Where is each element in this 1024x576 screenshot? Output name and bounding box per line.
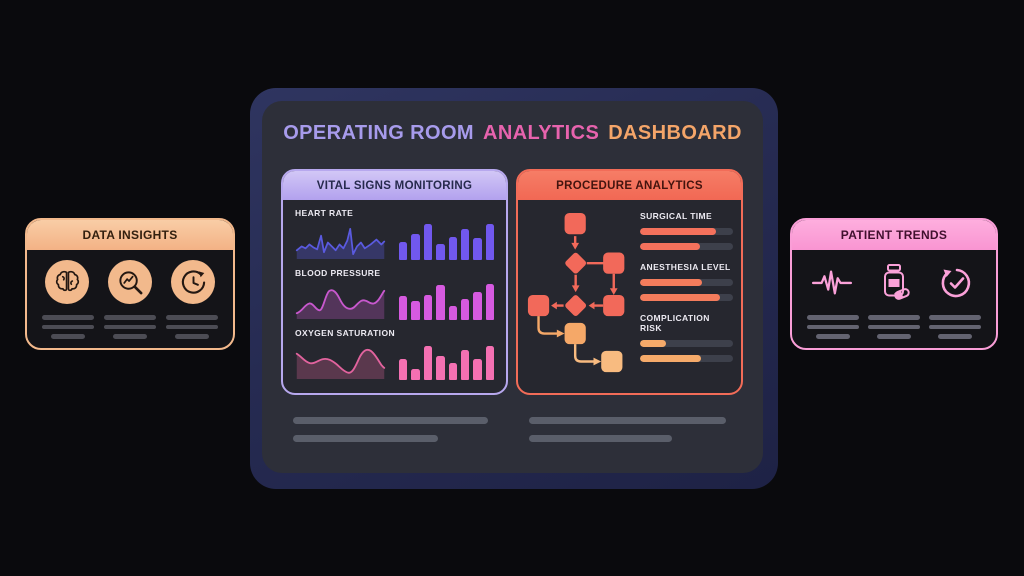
bar <box>411 368 420 380</box>
bar <box>485 223 495 260</box>
data-insights-body <box>27 250 233 339</box>
vital-signs-header: VITAL SIGNS MONITORING <box>283 171 506 200</box>
page-title: OPERATING ROOM ANALYTICS DASHBOARD <box>262 122 763 145</box>
placeholder-text-lines <box>806 315 982 339</box>
bar <box>485 283 495 320</box>
bar <box>399 296 408 320</box>
heart-rate-line-chart <box>295 228 386 260</box>
oxygen-saturation-bar-chart <box>399 342 495 380</box>
bar <box>411 301 420 320</box>
anesthesia-level-label: ANESTHESIA LEVEL <box>640 262 731 272</box>
procedure-analytics-panel: PROCEDURE ANALYTICS <box>516 169 743 395</box>
heart-rate-bar-chart <box>399 222 495 260</box>
progress-fill <box>640 355 702 362</box>
bar <box>423 223 433 260</box>
heart-rate-row: HEART RATE <box>295 208 495 260</box>
progress-track <box>640 228 733 235</box>
placeholder-text-lines <box>529 417 726 453</box>
dashboard-inner-panel: OPERATING ROOM ANALYTICS DASHBOARD VITAL… <box>262 101 763 473</box>
data-insights-card: DATA INSIGHTS <box>25 218 235 350</box>
bar <box>436 356 445 380</box>
blood-pressure-label: BLOOD PRESSURE <box>295 268 381 278</box>
brain-icon <box>45 260 89 304</box>
complication-risk-label: COMPLICATION RISK <box>640 313 710 333</box>
bar <box>436 244 445 260</box>
progress-fill <box>640 243 700 250</box>
bar <box>436 285 445 320</box>
bar <box>473 359 482 380</box>
vital-signs-panel: VITAL SIGNS MONITORING HEART RATE BLOOD … <box>281 169 508 395</box>
progress-fill <box>640 279 703 286</box>
progress-track <box>640 355 733 362</box>
oxygen-saturation-label: OXYGEN SATURATION <box>295 328 395 338</box>
bar <box>460 298 470 320</box>
patient-trends-body <box>792 250 996 339</box>
complication-risk-metric: COMPLICATION RISK <box>640 313 733 362</box>
title-part-2: ANALYTICS <box>482 122 600 144</box>
placeholder-text-lines <box>41 315 219 339</box>
progress-track <box>640 340 733 347</box>
progress-fill <box>640 228 717 235</box>
title-part-1: OPERATING ROOM <box>283 122 474 144</box>
bar <box>423 345 433 380</box>
medicine-bottle-icon <box>872 260 916 304</box>
data-insights-title: DATA INSIGHTS <box>27 220 233 250</box>
bar <box>423 294 433 320</box>
bar <box>460 228 470 260</box>
procedure-metrics: SURGICAL TIME ANESTHESIA LEVEL <box>640 208 733 380</box>
blood-pressure-bar-chart <box>399 282 495 320</box>
surgical-time-metric: SURGICAL TIME <box>640 211 733 250</box>
progress-track <box>640 294 733 301</box>
progress-fill <box>640 340 667 347</box>
patient-trends-title: PATIENT TRENDS <box>792 220 996 250</box>
bar <box>473 291 482 320</box>
bar <box>448 362 457 380</box>
blood-pressure-row: BLOOD PRESSURE <box>295 268 495 320</box>
oxygen-saturation-row: OXYGEN SATURATION <box>295 328 495 380</box>
bar <box>460 349 470 380</box>
bar <box>473 237 482 260</box>
procedure-analytics-header: PROCEDURE ANALYTICS <box>518 171 741 200</box>
surgical-time-label: SURGICAL TIME <box>640 211 713 221</box>
progress-track <box>640 243 733 250</box>
patient-trends-card: PATIENT TRENDS <box>790 218 998 350</box>
title-part-3: DASHBOARD <box>608 122 742 144</box>
progress-track <box>640 279 733 286</box>
clock-refresh-icon <box>171 260 215 304</box>
blood-pressure-line-chart <box>295 289 386 320</box>
chart-magnifier-icon <box>108 260 152 304</box>
dashboard-panel: OPERATING ROOM ANALYTICS DASHBOARD VITAL… <box>250 88 778 489</box>
oxygen-saturation-line-chart <box>295 348 386 380</box>
procedure-flowchart <box>527 213 625 373</box>
bar <box>448 305 457 320</box>
placeholder-text-lines <box>293 417 488 453</box>
bar <box>399 359 408 380</box>
progress-fill <box>640 294 720 301</box>
history-check-icon <box>934 260 978 304</box>
bar <box>399 241 408 260</box>
bar <box>448 237 457 260</box>
heartbeat-icon <box>810 260 854 304</box>
bar <box>485 345 495 380</box>
bar <box>411 234 420 260</box>
heart-rate-label: HEART RATE <box>295 208 354 218</box>
anesthesia-level-metric: ANESTHESIA LEVEL <box>640 262 733 301</box>
